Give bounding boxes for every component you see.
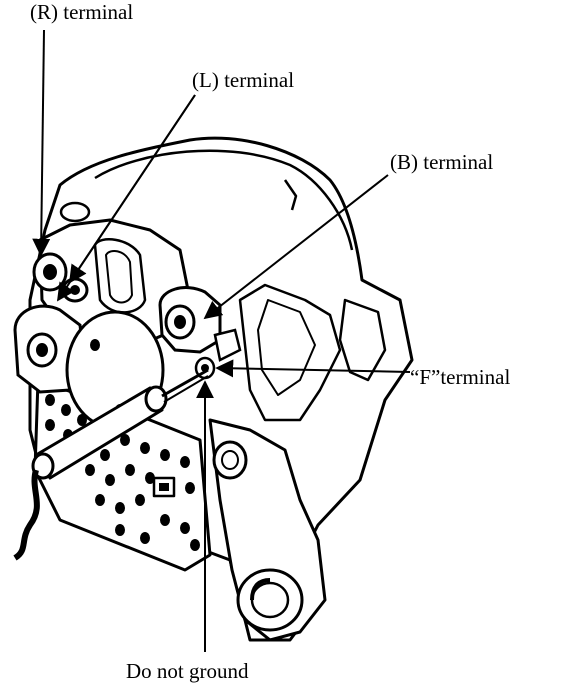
- b-terminal-leader: [203, 174, 389, 320]
- b-terminal-post: [158, 286, 222, 354]
- f-terminal-leader: [215, 359, 411, 378]
- l-terminal-leader-2: [56, 94, 196, 302]
- do-not-ground-label: Do not ground: [126, 659, 249, 683]
- test-probe: [13, 368, 209, 561]
- f-terminal-label: “F”terminal: [410, 365, 511, 389]
- r-terminal-leader: [32, 29, 51, 257]
- b-terminal-label: (B) terminal: [390, 150, 494, 174]
- leader-lines: [32, 29, 411, 652]
- r-terminal-label: (R) terminal: [30, 0, 134, 24]
- mounting-arm: [208, 418, 327, 642]
- diode-plate: [33, 378, 212, 572]
- left-boss: [13, 304, 87, 394]
- l-terminal-label: (L) terminal: [192, 68, 295, 92]
- terminal-block: [32, 201, 192, 347]
